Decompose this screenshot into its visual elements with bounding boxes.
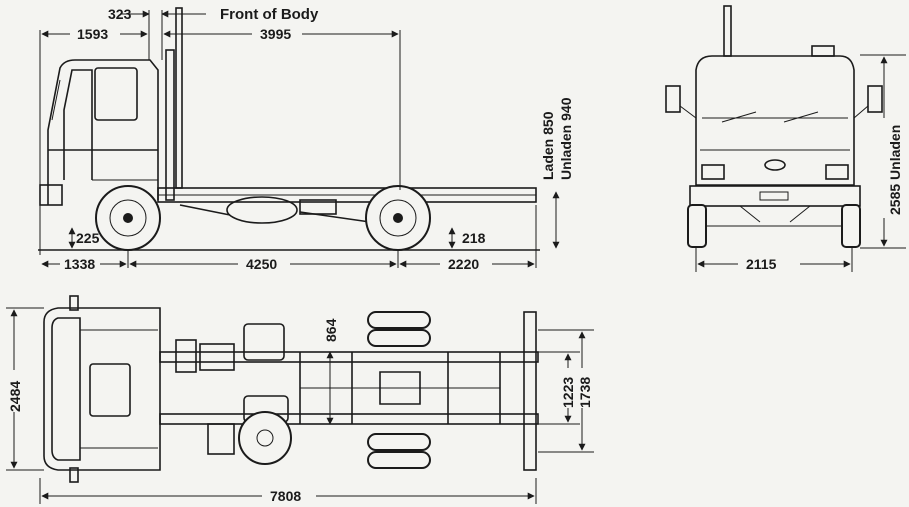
left-headlamp (701, 164, 725, 180)
front-right-tyre (841, 204, 861, 248)
dim-front-track: 2115 (746, 256, 777, 272)
dim-front-clearance: 225 (76, 230, 100, 246)
side-front-wheel (95, 185, 161, 251)
dim-rear-overhang: 2220 (448, 256, 479, 272)
side-chassis (157, 187, 537, 224)
front-view: 2585 Unladen 2115 (665, 5, 906, 272)
front-height-unladen: 2585 Unladen (887, 125, 903, 215)
left-mirror (665, 85, 681, 113)
side-rear-wheel (365, 185, 431, 251)
dim-overall-width: 2484 (7, 381, 23, 412)
frame-height-unladen: Unladen 940 (558, 97, 574, 180)
dim-body-length: 3995 (260, 26, 291, 42)
frame-height-laden: Laden 850 (540, 111, 556, 180)
side-view: 323 Front of Body 1593 3995 Laden 850 Un… (38, 6, 574, 272)
dim-front-to-cab: 1593 (77, 26, 108, 42)
plan-chassis (159, 311, 539, 471)
dim-front-overhang: 1338 (64, 256, 95, 272)
dim-wheelbase: 4250 (246, 256, 277, 272)
dim-overall-length: 7808 (270, 488, 301, 504)
front-left-tyre (687, 204, 707, 248)
plan-cab (43, 295, 161, 483)
front-cab (695, 55, 855, 186)
plan-rear-tyres (367, 311, 431, 469)
plan-view: 2484 864 1223 1738 7808 (4, 295, 596, 504)
roof-marker (811, 45, 835, 57)
front-of-body-label: Front of Body (220, 6, 319, 23)
dim-frame-mark: 864 (323, 318, 339, 342)
side-cab (39, 59, 159, 206)
plan-spare-wheel (238, 411, 292, 465)
front-exhaust (723, 5, 732, 57)
dim-rear-track: 1738 (577, 377, 593, 408)
dim-rear-clearance: 218 (462, 230, 486, 246)
front-bumper (689, 185, 861, 207)
front-badge (764, 159, 786, 171)
dim-frame-width: 1223 (560, 377, 576, 408)
side-exhaust (165, 7, 183, 201)
right-headlamp (825, 164, 849, 180)
dim-cab-gap: 323 (108, 6, 132, 22)
right-mirror (867, 85, 883, 113)
